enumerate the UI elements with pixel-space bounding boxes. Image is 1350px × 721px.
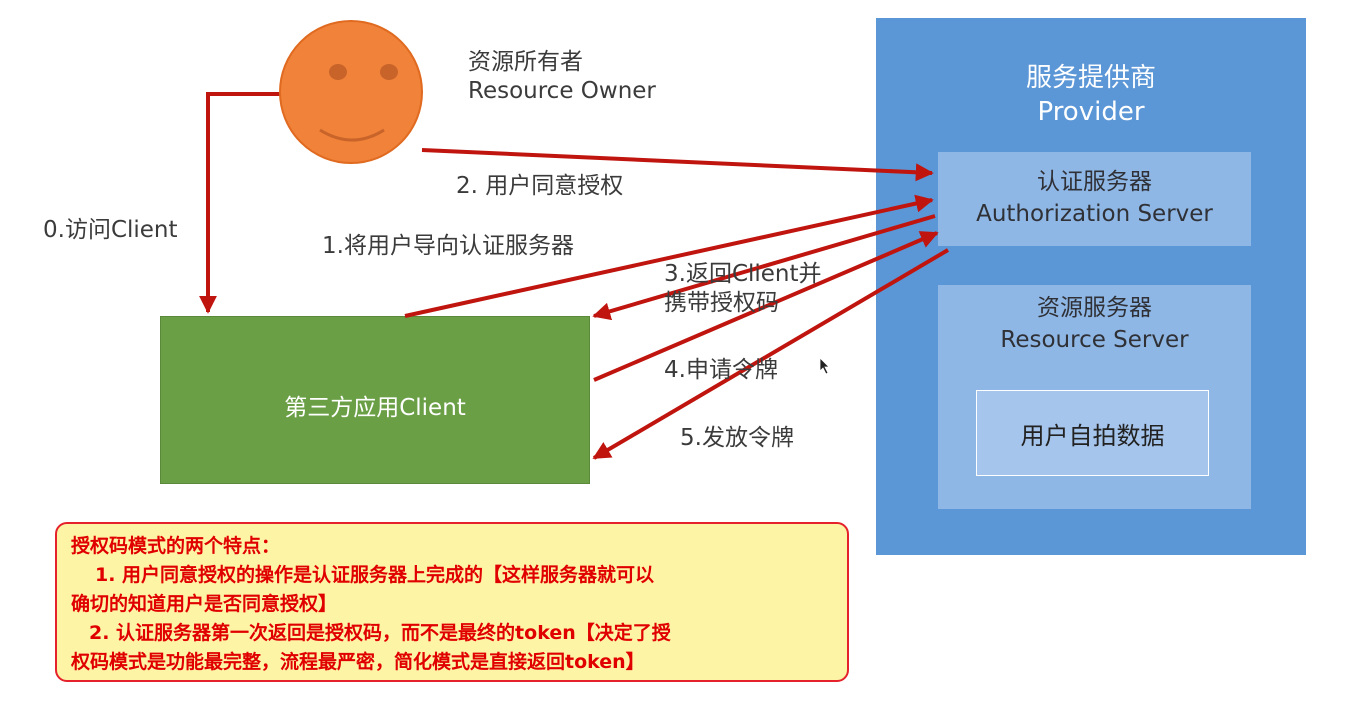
authorization-server-box	[938, 152, 1251, 246]
resource-owner-label-cn: 资源所有者	[468, 49, 583, 75]
note-line3: 2. 认证服务器第一次返回是授权码，而不是最终的token【决定了授	[89, 622, 671, 644]
arrow-step1	[404, 194, 934, 318]
arrow-step5	[592, 248, 950, 460]
client-box	[160, 316, 590, 484]
note-title: 授权码模式的两个特点：	[71, 535, 281, 557]
user-data-label: 用户自拍数据	[1020, 422, 1165, 450]
user-data-box	[976, 390, 1209, 476]
step4-label: 4.申请令牌	[664, 357, 778, 383]
note-line4: 权码模式是功能最完整，流程最严密，简化模式是直接返回token】	[71, 651, 645, 673]
provider-title-en: Provider	[1037, 96, 1145, 127]
mouse-pointer-icon	[819, 357, 830, 375]
note-box: 授权码模式的两个特点： 1. 用户同意授权的操作是认证服务器上完成的【这样服务器…	[55, 522, 849, 682]
provider-title-cn: 服务提供商	[1025, 63, 1156, 93]
arrow-step4	[593, 231, 939, 382]
resource-server-label: 资源服务器 Resource Server	[938, 292, 1251, 356]
resource-owner-label: 资源所有者 Resource Owner	[468, 48, 656, 106]
arrow-step0	[199, 92, 288, 314]
note-line2: 确切的知道用户是否同意授权】	[71, 593, 338, 615]
step3-label-line1: 3.返回Client并	[664, 261, 822, 287]
client-label: 第三方应用Client	[284, 395, 466, 421]
step5-label: 5.发放令牌	[680, 425, 794, 451]
resource-server-label-en: Resource Server	[1000, 327, 1189, 354]
provider-title: 服务提供商 Provider	[876, 62, 1306, 130]
auth-server-label-cn: 认证服务器	[1037, 169, 1152, 195]
resource-owner-label-en: Resource Owner	[468, 77, 656, 104]
step3-label-line2: 携带授权码	[664, 289, 779, 316]
smiley-face-icon	[279, 20, 423, 164]
resource-server-label-cn: 资源服务器	[1037, 295, 1152, 321]
authorization-server-label: 认证服务器 Authorization Server	[938, 166, 1251, 230]
step1-label: 1.将用户导向认证服务器	[322, 233, 574, 259]
step3-label: 3.返回Client并 携带授权码	[664, 260, 822, 318]
step0-label: 0.访问Client	[43, 217, 178, 243]
arrow-step3	[592, 214, 936, 321]
note-line1: 1. 用户同意授权的操作是认证服务器上完成的【这样服务器就可以	[95, 564, 655, 586]
step2-label: 2. 用户同意授权	[456, 173, 624, 199]
auth-server-label-en: Authorization Server	[976, 201, 1213, 228]
arrow-step2	[421, 148, 934, 182]
